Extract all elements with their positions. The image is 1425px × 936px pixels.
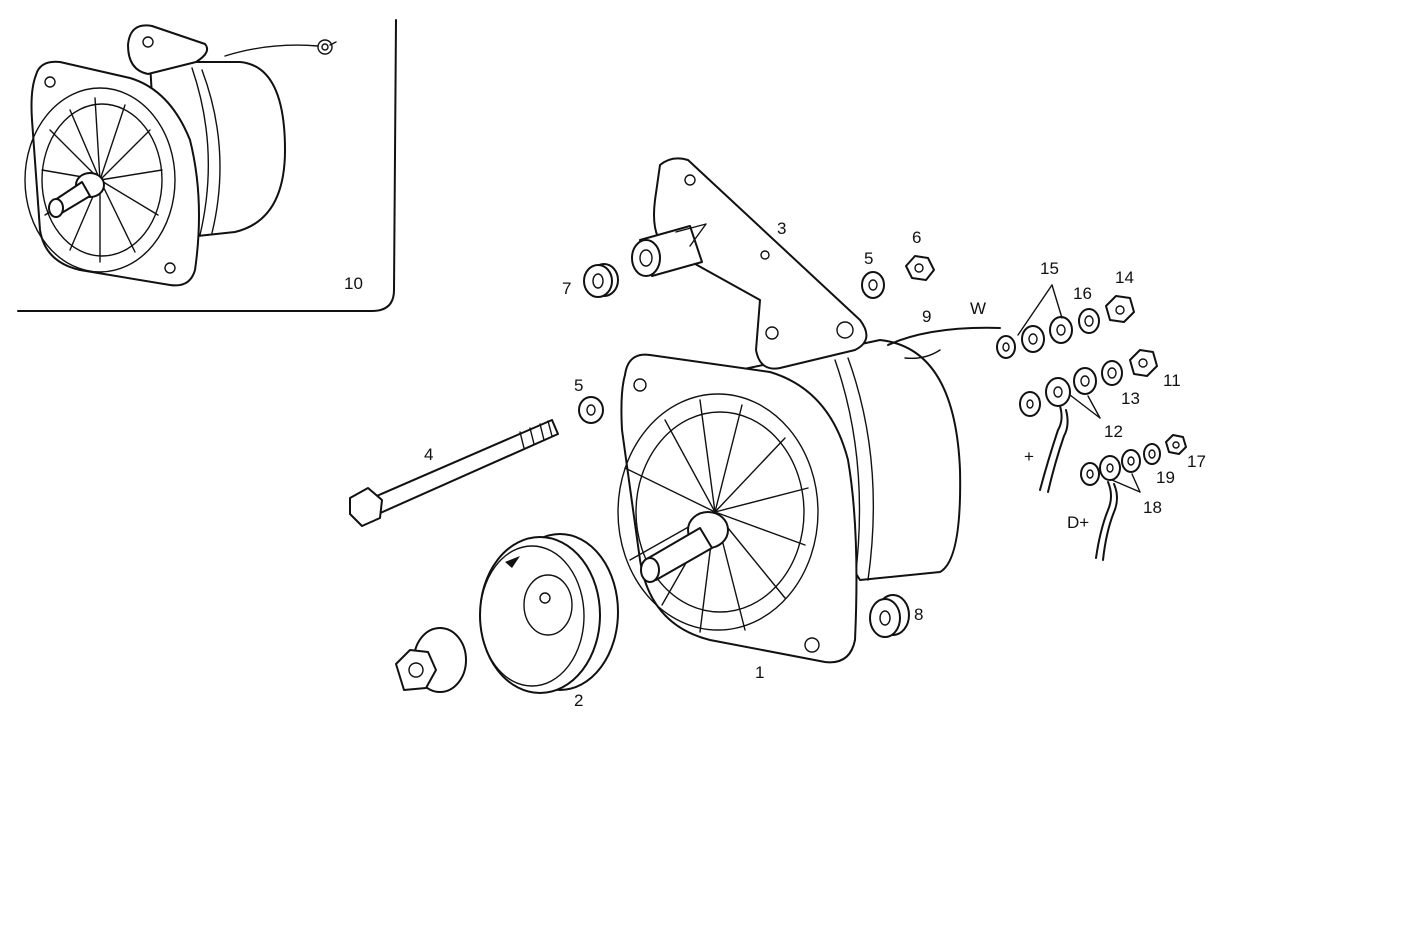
terminal-w-label: W bbox=[970, 299, 986, 318]
callout-16: 16 bbox=[1073, 284, 1092, 303]
callout-17: 17 bbox=[1187, 452, 1206, 471]
inset-border bbox=[17, 19, 397, 312]
spacer-8 bbox=[869, 594, 910, 638]
inset-panel bbox=[17, 19, 397, 312]
callout-10: 10 bbox=[344, 274, 363, 293]
callout-9: 9 bbox=[922, 307, 931, 326]
callout-4: 4 bbox=[424, 445, 433, 464]
callout-13: 13 bbox=[1121, 389, 1140, 408]
alternator-front-housing bbox=[617, 353, 858, 664]
leader-lines bbox=[1017, 284, 1141, 493]
callout-12: 12 bbox=[1104, 422, 1123, 441]
callout-labels: 1 2 3 4 5 5 6 7 8 9 10 11 12 13 14 15 16… bbox=[344, 219, 1206, 710]
callout-6: 6 bbox=[912, 228, 921, 247]
callout-3: 3 bbox=[777, 219, 786, 238]
washer-5-top bbox=[861, 271, 885, 299]
callout-19: 19 bbox=[1156, 468, 1175, 487]
callout-5-top: 5 bbox=[864, 249, 873, 268]
callout-14: 14 bbox=[1115, 268, 1134, 287]
long-bolt bbox=[349, 419, 559, 527]
pulley bbox=[479, 533, 619, 694]
terminal-plus-label: + bbox=[1024, 447, 1034, 466]
callout-2: 2 bbox=[574, 691, 583, 710]
mounting-bracket bbox=[631, 157, 868, 370]
terminal-d-plus-label: D+ bbox=[1067, 513, 1089, 532]
cable-w bbox=[887, 295, 1135, 359]
callout-8: 8 bbox=[914, 605, 923, 624]
cable-plus bbox=[1019, 349, 1158, 493]
callout-11: 11 bbox=[1163, 371, 1181, 390]
callout-15: 15 bbox=[1040, 259, 1059, 278]
cable-d-plus bbox=[1080, 434, 1187, 561]
callout-1: 1 bbox=[755, 663, 764, 682]
spacer-7 bbox=[583, 263, 619, 298]
inset-alternator-illustration bbox=[24, 24, 337, 287]
washer-5-left bbox=[578, 396, 604, 424]
callout-7: 7 bbox=[562, 279, 571, 298]
callout-18: 18 bbox=[1143, 498, 1162, 517]
callout-5-left: 5 bbox=[574, 376, 583, 395]
nut-6 bbox=[905, 255, 935, 281]
pulley-nut bbox=[395, 627, 467, 693]
